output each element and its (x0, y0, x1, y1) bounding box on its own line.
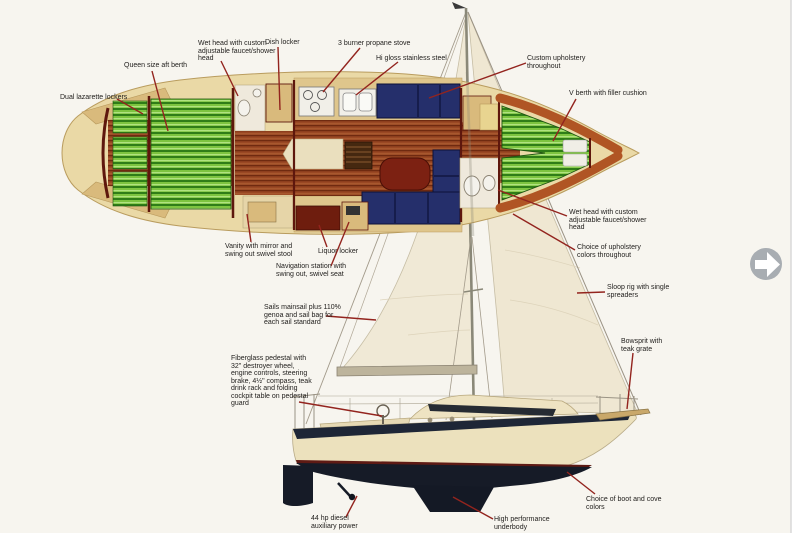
cocktail-table (379, 157, 431, 191)
callout-line-sails (325, 315, 377, 321)
underbody (296, 463, 592, 490)
winch (427, 417, 433, 423)
callout-line-dish-locker (277, 46, 281, 111)
callout-line-v-berth (552, 98, 577, 142)
toilet (463, 175, 481, 197)
callout-line-lazarette (116, 98, 144, 115)
mainsail-seams (379, 293, 471, 336)
forward-locker-small (479, 103, 499, 131)
callout-line-wet-head-1 (220, 60, 239, 97)
hull-profile (283, 364, 651, 512)
bowsprit-platform (595, 408, 651, 421)
callout-line-pedestal (298, 401, 383, 417)
sink (482, 175, 496, 191)
bow-trim-top (495, 93, 623, 155)
burner (303, 90, 313, 100)
salon-table (344, 141, 373, 170)
sink-basin (358, 92, 373, 112)
liquor-locker-cabinet (295, 205, 341, 231)
next-page-button[interactable] (750, 248, 782, 280)
deck-plan-view (61, 71, 641, 235)
v-berth-cushions (501, 105, 591, 201)
callout-line-wet-head-2 (497, 189, 568, 217)
callout-line-uph-colors (512, 213, 576, 251)
callout-line-vanity (246, 213, 252, 243)
callout-line-queen-berth (151, 70, 169, 132)
winch (449, 416, 455, 422)
bow-trim-bottom (495, 151, 623, 213)
nav-instruments (346, 206, 360, 215)
forestay (467, 11, 642, 416)
callout-line-upholstery (428, 62, 527, 99)
sink (252, 88, 262, 98)
stern-pulpit (291, 393, 321, 430)
callout-line-nav-station (330, 221, 350, 267)
callout-lines (116, 46, 634, 520)
genoa-seams (504, 249, 599, 326)
keel (412, 485, 494, 512)
callout-line-boot-cove (566, 471, 596, 495)
v-berth-pillow (562, 153, 588, 167)
vanity-desk (247, 201, 277, 223)
sink-basin (342, 92, 357, 112)
shroud-forward (471, 236, 493, 419)
rudder (283, 465, 313, 506)
callout-line-stove (322, 47, 361, 93)
passage-sole (235, 131, 295, 195)
burner (310, 102, 320, 112)
companionway (282, 138, 344, 170)
callout-line-sloop-rig (576, 291, 606, 294)
cabin-windows (428, 404, 556, 416)
toilet (237, 99, 251, 117)
callout-line-stainless (355, 61, 399, 96)
table-slats (346, 146, 371, 163)
spreader (463, 288, 484, 293)
sheer-stripe (293, 413, 631, 439)
arrow-right-icon (755, 252, 780, 277)
page-margin (791, 0, 800, 533)
callout-line-bowsprit (626, 352, 634, 410)
mast-overlay (465, 71, 475, 237)
shroud-aft (445, 236, 472, 421)
callout-line-diesel (345, 495, 358, 518)
burner (317, 90, 327, 100)
masthead-windex (452, 2, 466, 9)
callout-line-liquor (318, 224, 328, 248)
queen-aft-berth (112, 98, 232, 210)
propeller (348, 493, 356, 501)
prop-strut (337, 482, 351, 497)
v-berth-pillow (562, 139, 588, 153)
stern-bulkhead (101, 107, 110, 199)
callout-line-high-perf (452, 496, 494, 520)
boom (336, 364, 478, 377)
